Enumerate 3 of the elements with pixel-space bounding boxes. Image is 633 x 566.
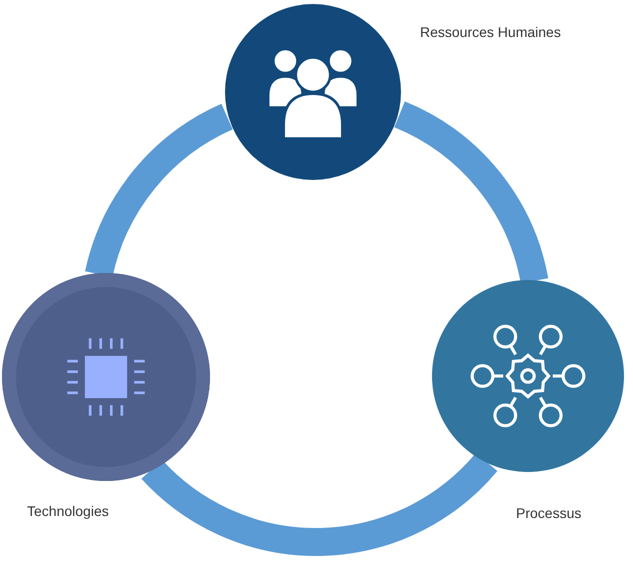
node-label: Technologies: [27, 503, 109, 519]
node-label: Processus: [516, 505, 582, 521]
node-label: Ressources Humaines: [420, 24, 561, 40]
